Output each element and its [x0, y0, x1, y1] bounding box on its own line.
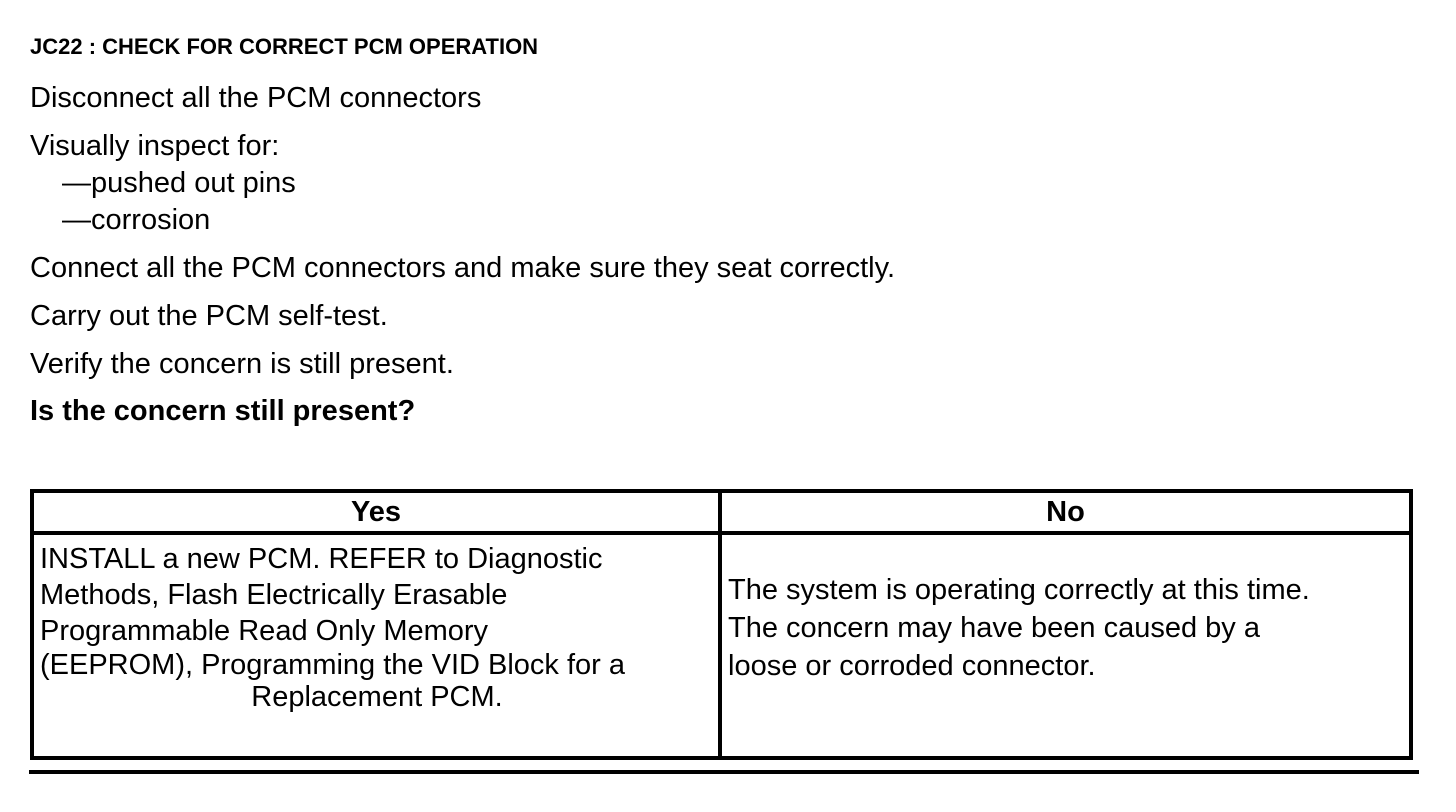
- inspect-item-pushed-out-pins: —pushed out pins: [62, 167, 296, 199]
- yes-action-cell: INSTALL a new PCM. REFER to Diagnostic M…: [30, 531, 722, 760]
- no-action-line: The concern may have been caused by a: [728, 612, 1260, 644]
- page-title: JC22 : CHECK FOR CORRECT PCM OPERATION: [30, 34, 539, 59]
- no-action-line: The system is operating correctly at thi…: [728, 574, 1310, 606]
- step-inspect: Visually inspect for:: [30, 130, 280, 162]
- result-table: Yes No INSTALL a new PCM. REFER to Diagn…: [30, 489, 1413, 760]
- step-disconnect: Disconnect all the PCM connectors: [30, 82, 482, 114]
- inspect-item-corrosion: —corrosion: [62, 204, 211, 236]
- question: Is the concern still present?: [30, 395, 416, 427]
- yes-action-line: Programmable Read Only Memory: [40, 615, 489, 647]
- yes-action-line: Replacement PCM.: [251, 681, 503, 713]
- no-action-cell: The system is operating correctly at thi…: [718, 531, 1413, 760]
- yes-action-line: INSTALL a new PCM. REFER to Diagnostic: [40, 543, 603, 575]
- yes-action-line: (EEPROM), Programming the VID Block for …: [40, 649, 625, 681]
- no-action-line: loose or corroded connector.: [728, 650, 1096, 682]
- table-header-row: Yes No: [30, 489, 1413, 535]
- yes-header: Yes: [30, 489, 722, 535]
- step-verify: Verify the concern is still present.: [30, 348, 454, 380]
- bottom-divider: [29, 770, 1419, 774]
- table-row: INSTALL a new PCM. REFER to Diagnostic M…: [30, 531, 1413, 760]
- no-header: No: [718, 489, 1413, 535]
- yes-action-line: Methods, Flash Electrically Erasable: [40, 579, 508, 611]
- step-connect: Connect all the PCM connectors and make …: [30, 252, 896, 284]
- step-self-test: Carry out the PCM self-test.: [30, 300, 388, 332]
